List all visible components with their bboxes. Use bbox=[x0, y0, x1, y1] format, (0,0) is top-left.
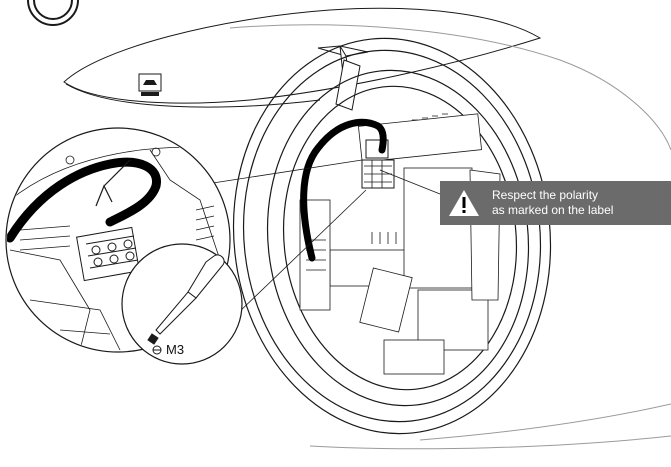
warning-triangle-icon bbox=[440, 181, 488, 225]
front-ring bbox=[232, 37, 552, 435]
screw-size-label: M3 bbox=[166, 342, 185, 357]
housing-outline bbox=[229, 24, 671, 450]
screwdriver-detail bbox=[121, 243, 243, 365]
screwdriver-icon bbox=[147, 254, 225, 345]
lid bbox=[63, 7, 542, 108]
zoom-leader bbox=[199, 159, 367, 316]
hinge bbox=[317, 45, 369, 111]
cable-main bbox=[300, 118, 387, 262]
terminal-connector bbox=[361, 139, 395, 189]
callout-line-2: as marked on the label bbox=[492, 203, 614, 217]
polarity-callout: Respect the polarity as marked on the la… bbox=[440, 181, 671, 225]
electronics-board bbox=[299, 113, 501, 375]
step-number-circle bbox=[27, 0, 79, 26]
slot-screw-icon bbox=[152, 345, 162, 355]
terminal-rows bbox=[306, 113, 448, 271]
callout-line-1: Respect the polarity bbox=[492, 188, 599, 202]
callout-text: Respect the polarity as marked on the la… bbox=[488, 188, 613, 218]
callout-leader bbox=[379, 169, 441, 195]
car-label-icon bbox=[138, 73, 162, 96]
